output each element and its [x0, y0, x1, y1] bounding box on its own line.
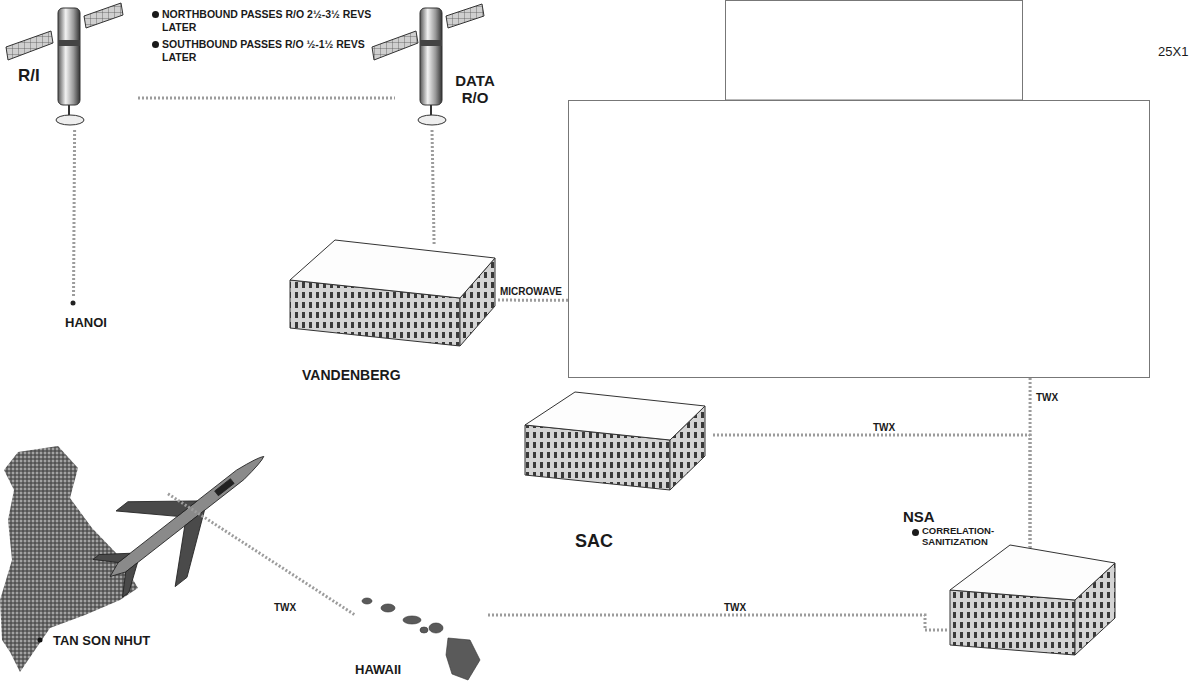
link-label: MICROWAVE	[498, 286, 564, 297]
location-node: HANOI	[60, 298, 143, 338]
location-node: TAN SON NHUT	[5, 445, 168, 660]
satellite-node: DATA R/O	[395, 0, 520, 130]
building	[290, 240, 495, 346]
satellite	[6, 3, 123, 125]
location-dot	[71, 301, 76, 306]
node-label: HANOI	[65, 316, 143, 331]
node-label: SAC	[575, 531, 713, 552]
redacted-box	[726, 1, 1023, 101]
node-label: HAWAII	[355, 663, 488, 678]
dotted-link	[488, 615, 948, 630]
location-dot	[38, 638, 43, 643]
building-node: VANDENBERG	[280, 245, 498, 395]
link-label: TWX	[722, 602, 748, 613]
dotted-link	[168, 494, 355, 615]
node-label: NSA	[903, 508, 1115, 525]
node-label: DATA R/O	[447, 72, 503, 107]
link-label: TWX	[1034, 392, 1060, 403]
dotted-link	[432, 130, 434, 245]
location-node: HAWAII	[355, 595, 488, 683]
link-label: TWX	[272, 602, 298, 613]
link-label: TWX	[871, 422, 897, 433]
pass-note: NORTHBOUND PASSES R/O 2½-3½ REVS LATER	[152, 8, 392, 33]
dotted-link	[713, 435, 1030, 548]
dotted-link	[498, 299, 568, 302]
pass-note: SOUTHBOUND PASSES R/O ½-1½ REVS LATER	[152, 38, 392, 63]
building	[525, 392, 705, 490]
node-label: R/I	[18, 66, 138, 86]
satellite-node: R/I	[5, 0, 138, 130]
redacted-box: 25X1	[568, 100, 1150, 378]
jet-aircraft	[78, 419, 293, 617]
building-node: SAC	[520, 385, 713, 560]
node-note: CORRELATION- SANITIZATION	[912, 526, 1012, 548]
node-label: TAN SON NHUT	[53, 634, 168, 649]
dotted-link	[74, 130, 75, 298]
node-label: VANDENBERG	[302, 367, 498, 383]
building	[950, 545, 1115, 655]
building-node: NSACORRELATION- SANITIZATION	[948, 548, 1115, 658]
satellite	[372, 4, 484, 125]
dotted-link	[138, 97, 395, 100]
